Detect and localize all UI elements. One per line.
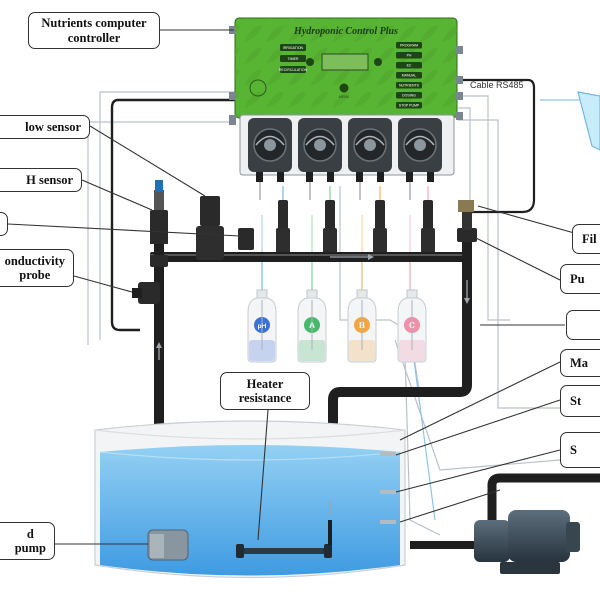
logo-circle-icon — [249, 79, 267, 97]
peristaltic-pump-2 — [298, 118, 342, 182]
controller-display — [321, 53, 369, 71]
svg-text:EC: EC — [407, 64, 412, 68]
heater-callout: Heater resistance — [220, 372, 310, 410]
svg-text:PH: PH — [407, 54, 412, 58]
controller-left-buttons: IRRIGATION TIMER RECIRCULATION — [279, 44, 308, 73]
peristaltic-pump-1 — [248, 118, 292, 182]
controller-button-nutrients[interactable]: NUTRIENTS — [396, 82, 422, 89]
filter-callout: Fil — [572, 224, 600, 254]
ma-callout: Ma — [560, 349, 600, 377]
conductivity-callout: onductivity probe — [0, 249, 74, 287]
s-callout: S — [560, 432, 600, 468]
controller-button-timer[interactable]: TIMER — [280, 55, 306, 62]
controller-right-buttons: PROGRAM PH EC MANUAL NUTRIENTS DOSING STOP PUM… — [396, 42, 422, 109]
svg-text:STOP PUMP: STOP PUMP — [399, 104, 420, 108]
level-sensor-low — [380, 520, 396, 524]
monitor-device — [577, 91, 600, 151]
controller-button-recirculation[interactable]: RECIRCULATION — [279, 66, 308, 73]
menu-button[interactable] — [339, 83, 349, 93]
svg-text:TIMER: TIMER — [288, 57, 299, 61]
dosing-tubes — [259, 182, 435, 300]
menu-button-label: MENU — [339, 95, 350, 99]
nutrient-bottles: pH ABC — [247, 289, 427, 363]
flow-sensor — [196, 196, 224, 260]
filter-sensor — [458, 200, 474, 230]
svg-text:NUTRIENTS: NUTRIENTS — [399, 84, 420, 88]
flow-sensor-callout: low sensor — [0, 115, 90, 139]
level-sensor-mid — [380, 490, 396, 494]
controller-button-manual[interactable]: MANUAL — [396, 72, 422, 79]
controller-button-ec[interactable]: EC — [396, 62, 422, 69]
pump-left-callout: d pump — [0, 522, 55, 560]
svg-text:RECIRCULATION: RECIRCULATION — [279, 68, 308, 72]
external-pump — [410, 473, 600, 574]
controller-button-ph[interactable]: PH — [396, 52, 422, 59]
cable-rs485-label: Cable RS485 — [470, 80, 524, 90]
water-tank — [94, 420, 406, 579]
probe-cable — [110, 98, 235, 332]
svg-text:DOSING: DOSING — [402, 94, 416, 98]
pump-right-callout: Pu — [560, 264, 600, 294]
bottle-c: C — [397, 289, 427, 363]
manifold-pipe — [150, 252, 470, 262]
peristaltic-pump-3 — [348, 118, 392, 182]
bottle-a: A — [297, 289, 327, 363]
return-pipe — [328, 228, 477, 520]
nutrients-controller: Hydroponic Control Plus IRRIGATION TIMER R… — [229, 17, 463, 125]
heater-resistance — [236, 500, 332, 558]
filter-cable — [458, 78, 536, 214]
signal-wires — [87, 91, 561, 536]
down-arrow-button[interactable] — [374, 58, 382, 66]
up-arrow-button[interactable] — [306, 58, 314, 66]
controller-button-stop-pump[interactable]: STOP PUMP — [396, 102, 422, 109]
ph-sensor-callout: H sensor — [0, 168, 82, 192]
peristaltic-pump-4 — [398, 118, 442, 182]
controller-button-program[interactable]: PROGRAM — [396, 42, 422, 49]
bottle-ph: pH — [247, 289, 277, 363]
level-sensor-high — [380, 452, 396, 456]
small-valve — [238, 228, 254, 250]
valve-callout — [0, 212, 8, 236]
controller-button-irrigation[interactable]: IRRIGATION — [280, 44, 306, 51]
bottle-b: B — [347, 289, 377, 363]
controller-callout: Nutrients computer controller — [28, 12, 160, 49]
svg-text:IRRIGATION: IRRIGATION — [283, 46, 304, 50]
controller-button-dosing[interactable]: DOSING — [396, 92, 422, 99]
svg-text:MANUAL: MANUAL — [402, 74, 417, 78]
conductivity-probe — [132, 282, 160, 304]
submersible-pump — [147, 529, 189, 561]
blank-right-callout — [566, 310, 600, 340]
controller-title: Hydroponic Control Plus — [293, 26, 398, 37]
svg-text:PROGRAM: PROGRAM — [400, 44, 418, 48]
callout-leaders — [7, 29, 586, 545]
st-callout: St — [560, 385, 600, 417]
peristaltic-pump-panel — [239, 114, 455, 182]
